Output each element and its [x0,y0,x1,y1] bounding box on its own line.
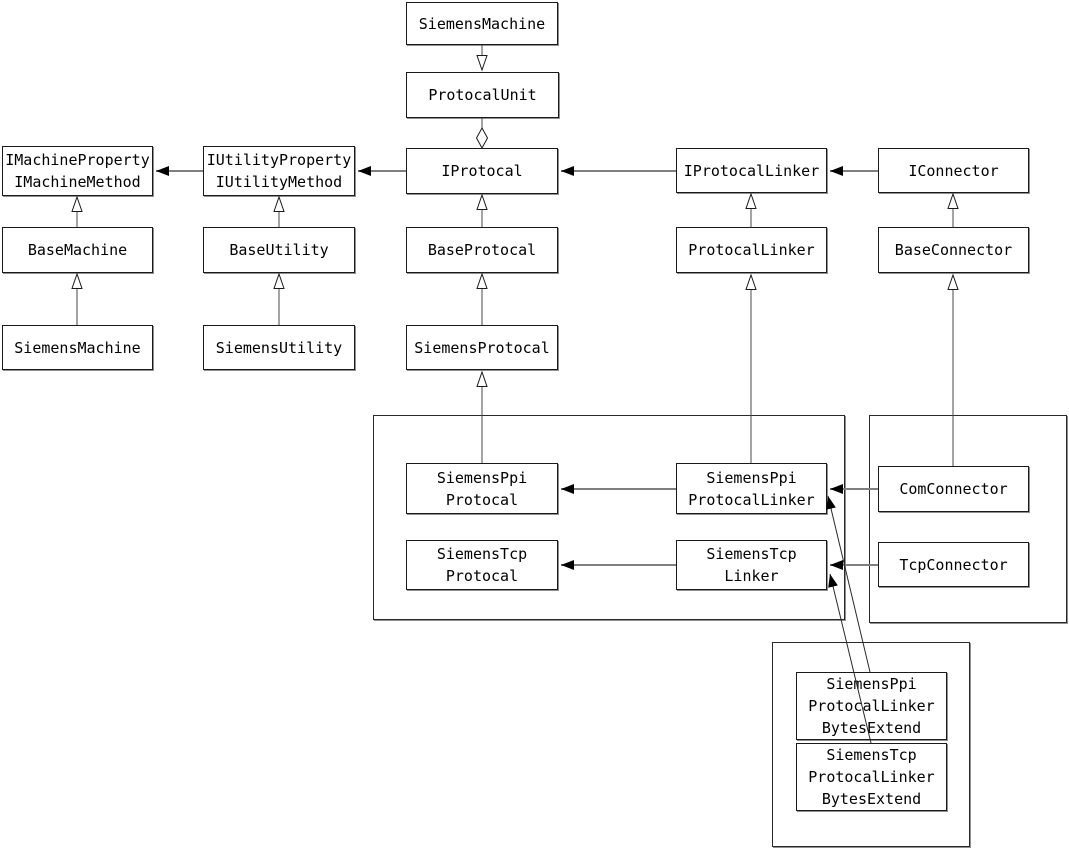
class-label: SiemensPpi ProtocalLinker [688,468,815,509]
class-label: SiemensTcp ProtocalLinker BytesExtend [808,746,935,808]
class-label: IProtocal [441,162,523,180]
class-label: SiemensPpi Protocal [436,468,528,509]
class-label: BaseProtocal [427,241,537,259]
class-box-siemensmachine: SiemensMachine [2,325,153,370]
class-box-siemensppiprotocallinker: SiemensPpi ProtocalLinker [676,463,827,514]
class-box-siemensmachine-unit: SiemensMachine [406,2,558,45]
class-box-tcpconnector: TcpConnector [878,542,1029,587]
class-box-siemenstcplinker: SiemensTcp Linker [676,540,827,590]
class-box-basemachine: BaseMachine [2,227,153,273]
class-label: IMachineProperty IMachineMethod [5,151,150,191]
class-box-comconnector: ComConnector [878,466,1029,512]
class-box-iprotocal: IProtocal [406,148,558,194]
class-box-protocalunit: ProtocalUnit [406,72,559,118]
class-label: SiemensTcp Linker [706,545,797,585]
class-box-siemenstcpprotocal: SiemensTcp Protocal [406,540,558,590]
class-label: SiemensMachine [418,14,546,33]
class-label: BaseMachine [27,241,128,259]
class-box-iutilityproperty-iutilitymethod: IUtilityProperty IUtilityMethod [203,146,355,196]
class-label: SiemensTcp Protocal [436,545,528,585]
class-box-protocallinker: ProtocalLinker [676,227,827,273]
class-label: ProtocalUnit [428,86,537,104]
class-box-siemenstcpprotocallinkerbytesextend: SiemensTcp ProtocalLinker BytesExtend [796,743,947,811]
class-box-siemensppiprotocallinkerbytesextend: SiemensPpi ProtocalLinker BytesExtend [796,672,947,740]
class-box-siemensutility: SiemensUtility [203,325,355,370]
class-box-iconnector: IConnector [878,148,1029,193]
class-label: BaseUtility [229,241,329,259]
class-box-baseconnector: BaseConnector [878,227,1029,273]
class-label: SiemensUtility [215,338,343,357]
class-label: TcpConnector [899,555,1008,574]
class-label: IConnector [908,161,999,180]
class-label: ComConnector [899,480,1008,498]
class-label: SiemensProtocal [414,338,550,357]
class-label: IProtocalLinker [683,161,820,180]
class-label: IUtilityProperty IUtilityMethod [206,151,352,191]
class-label: SiemensMachine [14,338,141,357]
class-label: SiemensPpi ProtocalLinker BytesExtend [808,675,935,737]
class-box-siemensppiprotocal: SiemensPpi Protocal [406,463,558,514]
class-box-siemensprotocal: SiemensProtocal [406,325,558,370]
class-label: BaseConnector [894,241,1013,259]
group-connector-implementations [869,415,1067,623]
class-label: ProtocalLinker [688,241,815,259]
class-box-imachineproperty-imachinemethod: IMachineProperty IMachineMethod [2,146,153,196]
class-box-iprotocallinker: IProtocalLinker [676,148,827,193]
aggregation-diamond-icon [475,126,489,150]
class-box-baseprotocal: BaseProtocal [406,227,558,273]
class-box-baseutility: BaseUtility [203,227,355,273]
